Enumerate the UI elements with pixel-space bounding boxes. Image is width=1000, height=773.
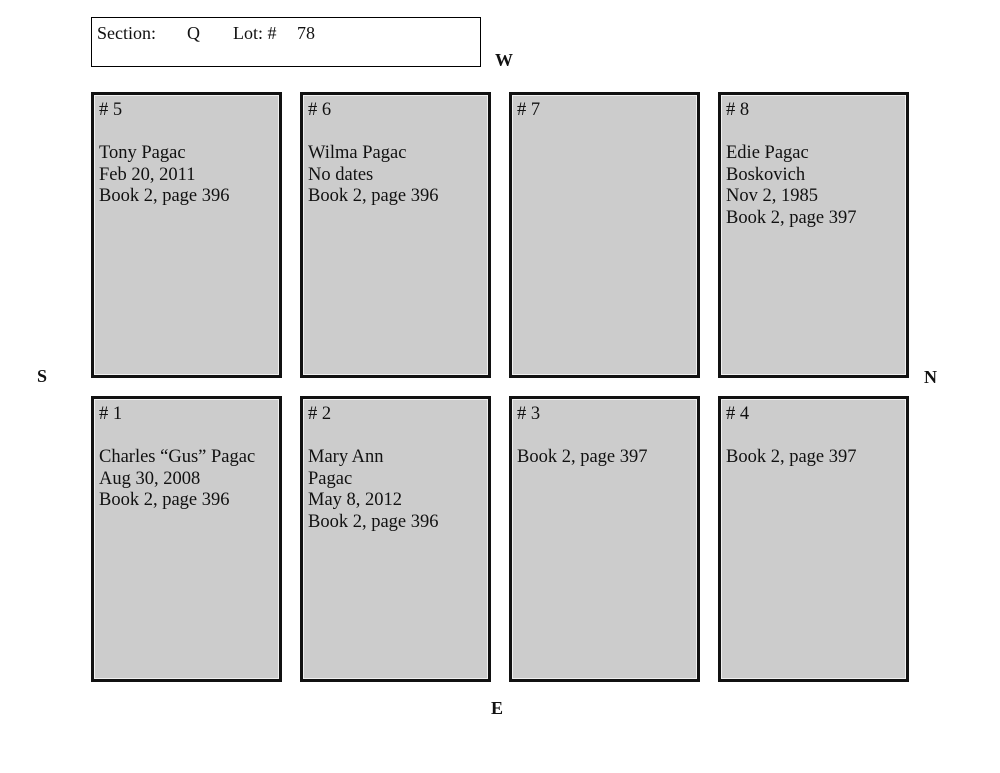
plot-8: # 8 Edie Pagac Boskovich Nov 2, 1985 Boo… bbox=[718, 92, 909, 378]
compass-east: E bbox=[491, 698, 504, 718]
plot-7: # 7 bbox=[509, 92, 700, 378]
lot-label: Lot: # bbox=[233, 23, 277, 43]
plot-line: Tony Pagac bbox=[99, 143, 186, 163]
plot-2: # 2 Mary Ann Pagac May 8, 2012 Book 2, p… bbox=[300, 396, 491, 682]
section-lot-header: Section: Q Lot: # 78 bbox=[91, 17, 481, 67]
section-label: Section: bbox=[97, 23, 156, 43]
plot-number: # 6 bbox=[308, 100, 332, 120]
plot-line: Charles “Gus” Pagac bbox=[99, 447, 256, 467]
plot-3: # 3 Book 2, page 397 bbox=[509, 396, 700, 682]
plot-number: # 1 bbox=[99, 404, 123, 424]
plot-number: # 4 bbox=[726, 404, 750, 424]
plot-line: Wilma Pagac bbox=[308, 143, 407, 163]
plot-line: Edie Pagac bbox=[726, 143, 809, 163]
plot-line: Pagac bbox=[308, 468, 353, 489]
plot-line: Book 2, page 397 bbox=[726, 447, 857, 467]
plot-line: Book 2, page 396 bbox=[308, 511, 439, 532]
plot-number: # 5 bbox=[99, 100, 123, 120]
plot-line: Boskovich bbox=[726, 164, 806, 185]
plot-6: # 6 Wilma Pagac No dates Book 2, page 39… bbox=[300, 92, 491, 378]
plot-5: # 5 Tony Pagac Feb 20, 2011 Book 2, page… bbox=[91, 92, 282, 378]
plot-number: # 3 bbox=[517, 404, 541, 424]
compass-south: S bbox=[37, 366, 48, 386]
compass-west: W bbox=[495, 50, 513, 70]
plot-number: # 7 bbox=[517, 100, 541, 120]
compass-north: N bbox=[924, 367, 937, 387]
plot-number: # 8 bbox=[726, 100, 750, 120]
plot-line: Book 2, page 397 bbox=[517, 447, 648, 467]
plot-1: # 1 Charles “Gus” Pagac Aug 30, 2008 Boo… bbox=[91, 396, 282, 682]
plot-line: No dates bbox=[308, 164, 374, 185]
plot-line: Book 2, page 397 bbox=[726, 207, 857, 228]
plot-line: Mary Ann bbox=[308, 447, 384, 467]
plot-4: # 4 Book 2, page 397 bbox=[718, 396, 909, 682]
plot-line: Nov 2, 1985 bbox=[726, 186, 818, 206]
plot-line: Book 2, page 396 bbox=[308, 186, 439, 206]
plot-number: # 2 bbox=[308, 404, 332, 424]
lot-value: 78 bbox=[297, 23, 315, 43]
section-value: Q bbox=[187, 23, 200, 43]
plot-line: Feb 20, 2011 bbox=[99, 164, 196, 185]
plot-line: Book 2, page 396 bbox=[99, 186, 230, 206]
plot-line: Aug 30, 2008 bbox=[99, 468, 201, 489]
plot-line: Book 2, page 396 bbox=[99, 490, 230, 510]
plot-line: May 8, 2012 bbox=[308, 490, 403, 510]
